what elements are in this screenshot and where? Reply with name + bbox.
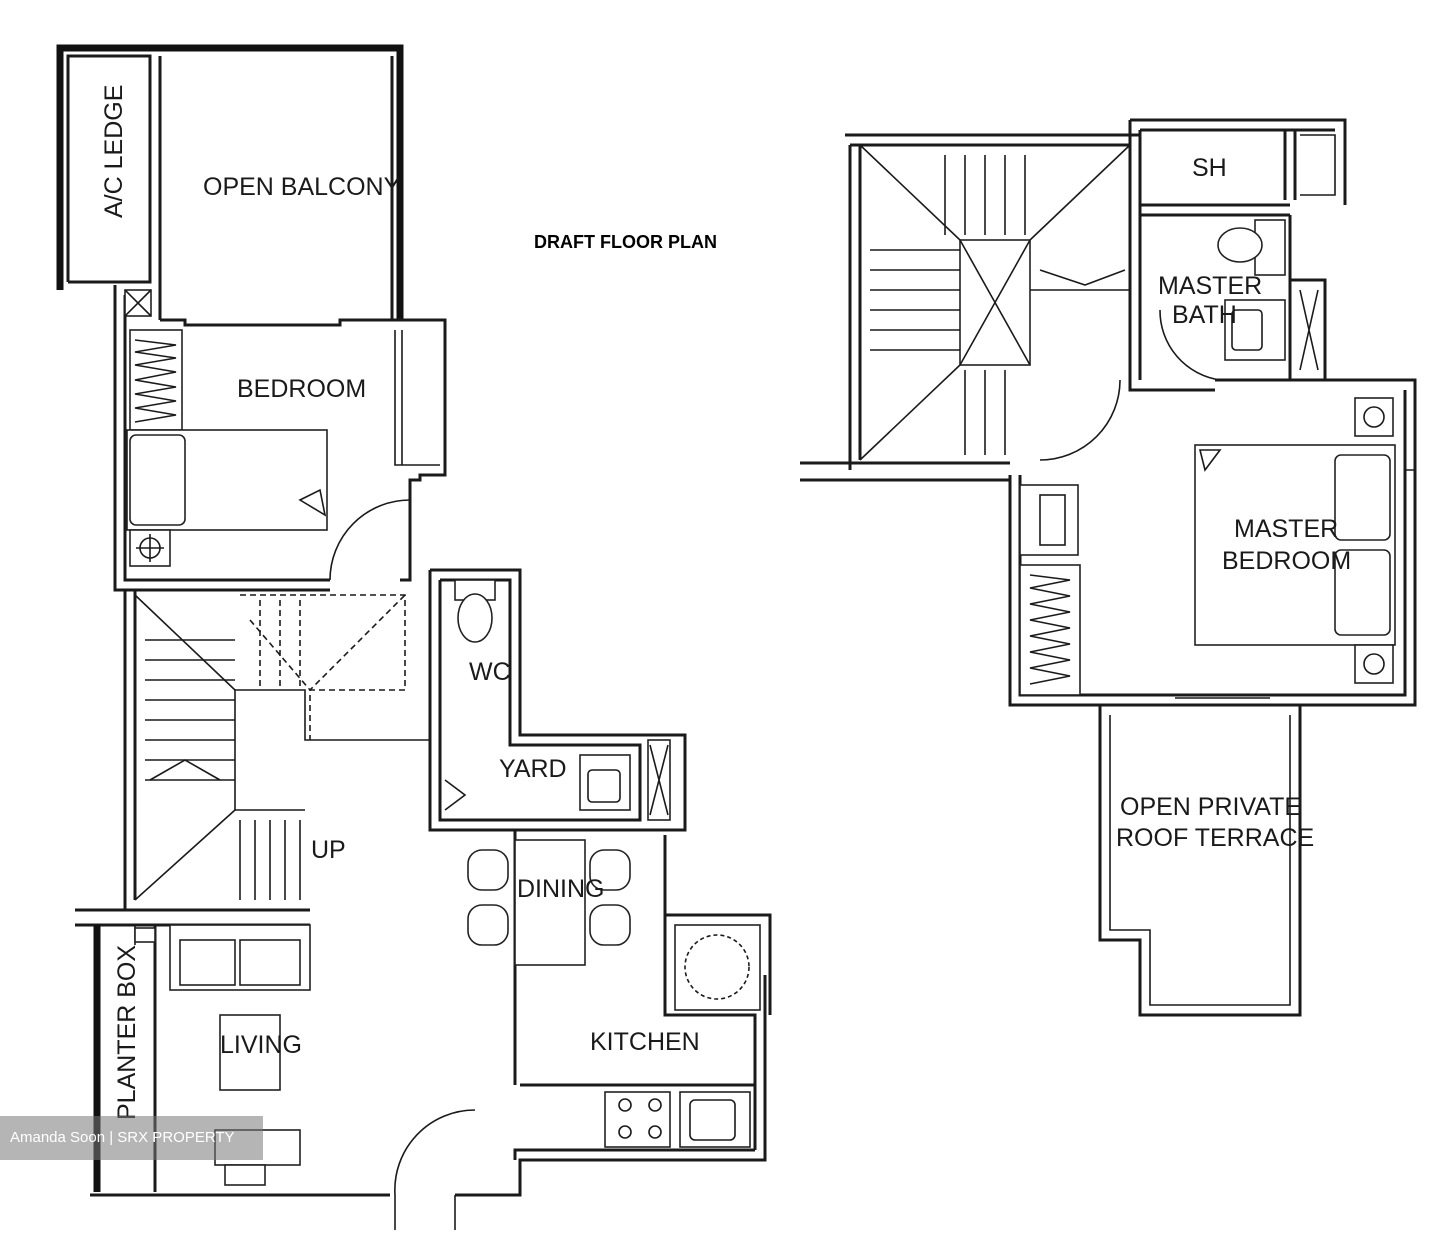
- ac-unit-icon: [124, 289, 152, 317]
- bedroom-door: [329, 499, 411, 581]
- planter-box-area: [134, 925, 156, 945]
- entrance-door: [394, 1109, 476, 1230]
- roof-terrace-label-1: OPEN PRIVATE: [1120, 793, 1301, 821]
- dining-label: DINING: [517, 875, 605, 903]
- bedroom-walls: [113, 285, 447, 592]
- sink-icon: [679, 1091, 751, 1148]
- sofa-icon: [169, 924, 311, 991]
- dining-table-icon: [467, 839, 631, 966]
- study-desk-icon: [1019, 484, 1079, 556]
- washing-machine-icon: [579, 739, 671, 821]
- plan-title: DRAFT FLOOR PLAN: [534, 232, 717, 252]
- roof-terrace-walls: [1098, 697, 1302, 1017]
- planter-box-label: PLANTER BOX: [113, 945, 141, 1120]
- upper-floor: [800, 118, 1417, 1017]
- stove-icon: [604, 1091, 671, 1148]
- master-bath-walls: [1128, 118, 1347, 392]
- shower-label: SH: [1192, 154, 1227, 182]
- master-bath-label-1: MASTER: [1158, 272, 1262, 300]
- ac-ledge-balcony-walls: [56, 44, 404, 320]
- watermark-banner: Amanda Soon | SRX PROPERTY: [0, 1116, 263, 1160]
- master-bedroom-label-2: BEDROOM: [1222, 547, 1351, 575]
- yard-label: YARD: [499, 755, 567, 783]
- bath-basin-icon: [1224, 299, 1286, 361]
- master-lamp-icon: [1354, 397, 1394, 684]
- ac-ledge-label: A/C LEDGE: [100, 85, 128, 218]
- kitchen-label: KITCHEN: [590, 1028, 700, 1056]
- wc-label: WC: [469, 658, 511, 686]
- roof-terrace-label-2: ROOF TERRACE: [1116, 824, 1314, 852]
- master-bed-icon: [1194, 444, 1396, 646]
- lower-floor: [56, 44, 772, 1230]
- lower-staircase: [123, 590, 430, 910]
- toilet-icon: [454, 579, 496, 643]
- bath-toilet-icon: [1217, 219, 1286, 276]
- bedroom-label: BEDROOM: [237, 375, 366, 403]
- open-balcony-label: OPEN BALCONY: [203, 173, 401, 201]
- master-bath-label-2: BATH: [1172, 301, 1237, 329]
- bed-icon: [126, 429, 328, 531]
- stair-up-label: UP: [311, 836, 346, 864]
- upper-staircase: [800, 133, 1140, 482]
- master-bedroom-label-1: MASTER: [1234, 515, 1338, 543]
- wardrobe-icon: [129, 329, 183, 431]
- wc-yard-walls: [428, 568, 687, 832]
- living-label: LIVING: [220, 1031, 302, 1059]
- fridge-icon: [674, 924, 761, 1011]
- lamp-icon: [129, 529, 171, 567]
- coffee-table-icon: [219, 1014, 281, 1091]
- master-wardrobe-icon: [1019, 564, 1081, 696]
